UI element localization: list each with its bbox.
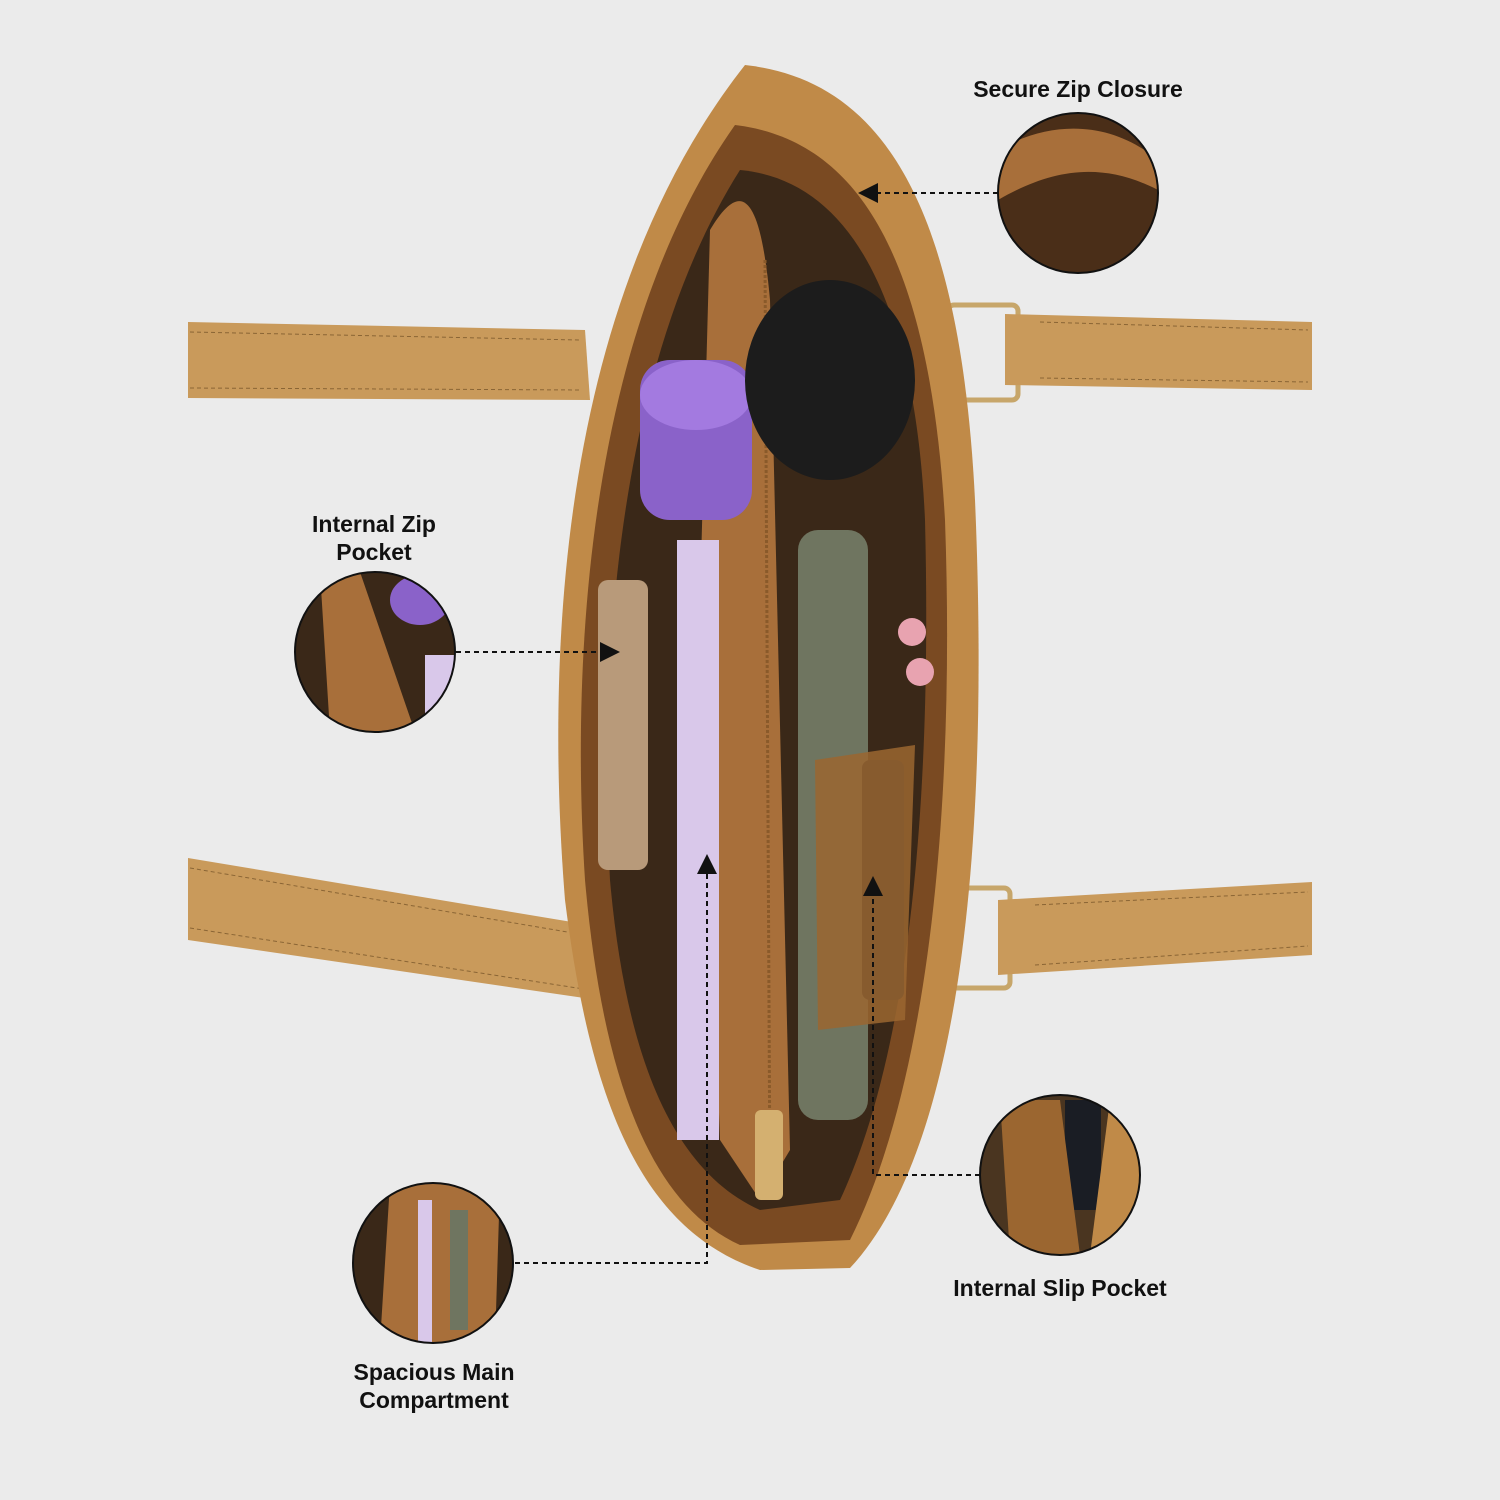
callout-circle-main-compartment [352,1182,514,1344]
label-line: Spacious Main [353,1359,515,1385]
notebook [677,540,719,1140]
label-line: Pocket [336,539,412,565]
label-secure-zip-closure: Secure Zip Closure [973,76,1183,102]
strap-left-bottom [188,858,598,1000]
connector-main-compartment [515,854,717,1264]
slip-pocket [815,745,915,1030]
strap-left-top [188,322,590,400]
wallet [598,580,648,870]
label-internal-slip-pocket: Internal Slip Pocket [953,1275,1167,1301]
label-internal-zip-pocket: Internal Zip Pocket [312,510,436,566]
callout-circle-slip-pocket [979,1094,1141,1256]
strap-right-bottom [939,882,1312,991]
label-spacious-main-compartment: Spacious Main Compartment [353,1358,514,1414]
label-line: Compartment [359,1387,509,1413]
callout-circle-secure-zip [997,112,1159,274]
black-bottle [745,280,915,480]
label-line: Internal Zip [312,511,436,537]
strap-right-top [945,302,1312,403]
callout-circle-internal-zip [294,571,456,733]
bag-body [558,65,979,1270]
zipper-pull [755,1110,783,1200]
